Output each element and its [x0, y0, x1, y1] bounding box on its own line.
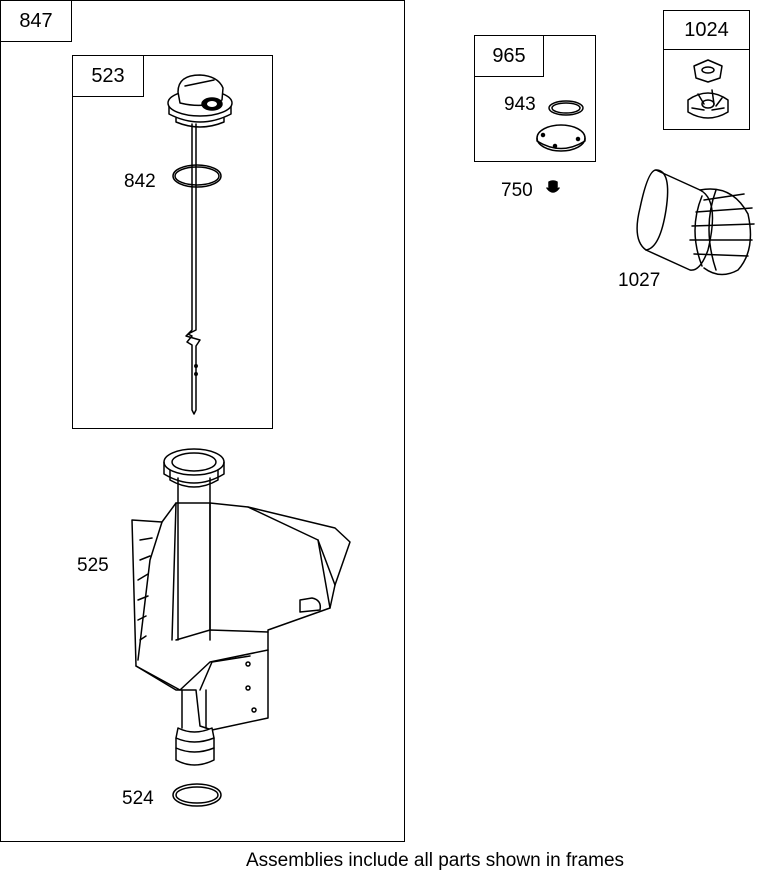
frame-label-523: 523 [72, 55, 144, 97]
o-ring-524-drawing [172, 783, 222, 807]
frame-523: 523 [72, 55, 273, 429]
cover-plate-drawing [536, 124, 586, 152]
callout-525: 525 [77, 555, 109, 576]
dipstick-blade-drawing [185, 123, 201, 415]
frame-847: 847 [0, 0, 405, 842]
dipstick-tube-drawing [131, 448, 351, 766]
frame-label-847: 847 [0, 0, 72, 42]
callout-1027: 1027 [618, 270, 661, 291]
frame-1024: 1024 [663, 10, 750, 130]
seal-943-drawing [548, 100, 584, 116]
frames-footnote: Assemblies include all parts shown in fr… [246, 850, 625, 871]
frame-965: 965 [474, 35, 596, 162]
callout-842: 842 [124, 171, 156, 192]
callout-943: 943 [504, 94, 536, 115]
oil-filter-drawing [636, 169, 755, 276]
frame-label-1024: 1024 [663, 10, 750, 50]
callout-750: 750 [501, 180, 533, 201]
dipstick-cap-drawing [167, 74, 233, 128]
callout-524: 524 [122, 788, 154, 809]
drain-plug-drawing [687, 59, 729, 119]
screw-750-drawing [546, 180, 560, 193]
o-ring-842-drawing [172, 164, 222, 188]
frame-label-965: 965 [474, 35, 544, 77]
